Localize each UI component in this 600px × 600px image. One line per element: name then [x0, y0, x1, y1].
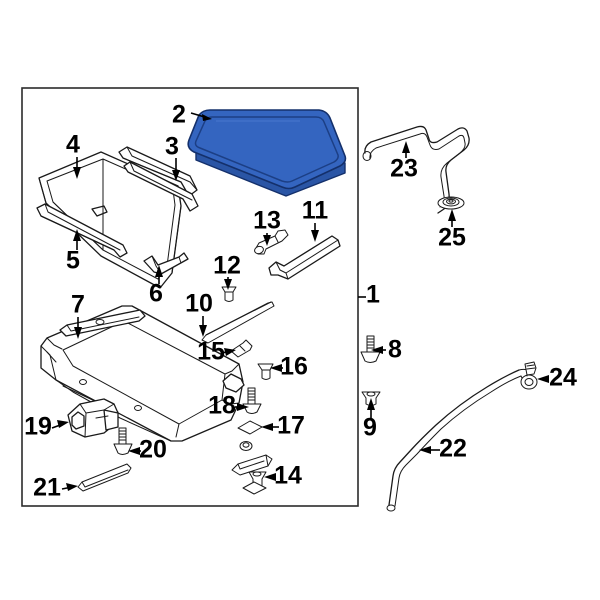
callout-label-1[interactable]: 1	[366, 281, 380, 309]
callout-label-19[interactable]: 19	[24, 413, 52, 441]
part-push-pin-clip	[221, 286, 237, 302]
leader-24	[537, 375, 549, 383]
leader-4	[73, 157, 81, 179]
leader-12	[224, 277, 232, 290]
callout-label-13[interactable]: 13	[253, 207, 281, 235]
callout-label-18[interactable]: 18	[208, 392, 236, 420]
callout-label-12[interactable]: 12	[213, 252, 241, 280]
leader-22	[419, 446, 440, 454]
part-sunshade-side-trim	[36, 203, 128, 258]
leader-16	[270, 364, 283, 372]
leader-6	[155, 265, 163, 284]
part-motor-mounting-bolt	[113, 427, 133, 455]
leader-21	[61, 483, 78, 491]
callout-label-8[interactable]: 8	[388, 336, 402, 364]
leader-9	[367, 398, 375, 418]
leader-2	[190, 112, 212, 121]
leader-10	[199, 316, 207, 337]
part-sunshade-rear-rail	[118, 146, 199, 212]
leader-13	[263, 233, 271, 246]
callout-label-10[interactable]: 10	[185, 290, 213, 318]
callout-label-16[interactable]: 16	[280, 353, 308, 381]
leader-14	[264, 473, 276, 481]
callout-label-21[interactable]: 21	[33, 474, 61, 502]
part-drain-hose-nipple	[231, 441, 273, 495]
leader-11	[311, 223, 319, 242]
part-deflector-trim-right	[268, 235, 341, 280]
part-hose-clip	[520, 361, 538, 390]
leader-17	[261, 423, 279, 431]
callout-label-6[interactable]: 6	[149, 280, 163, 308]
leader-19	[51, 420, 69, 429]
part-drain-hose-front	[362, 125, 470, 214]
leader-25	[448, 209, 456, 227]
callout-label-15[interactable]: 15	[197, 338, 225, 366]
leader-20	[128, 447, 141, 455]
callout-label-11[interactable]: 11	[302, 197, 329, 225]
callout-label-4[interactable]: 4	[66, 131, 80, 159]
leader-3	[172, 158, 180, 181]
part-sunroof-frame-housing	[40, 305, 245, 442]
part-guide-rail-left	[201, 301, 275, 344]
callout-label-25[interactable]: 25	[438, 224, 466, 252]
leader-15	[221, 348, 236, 356]
callout-label-17[interactable]: 17	[277, 412, 305, 440]
callout-label-14[interactable]: 14	[274, 462, 302, 490]
callout-label-24[interactable]: 24	[549, 364, 577, 392]
leader-8	[371, 346, 386, 354]
part-sunshade-bracket	[143, 252, 189, 275]
part-stopper-grommet	[257, 363, 274, 380]
callout-label-9[interactable]: 9	[363, 414, 377, 442]
callout-label-22[interactable]: 22	[439, 435, 467, 463]
leader-7	[74, 317, 82, 339]
callout-label-23[interactable]: 23	[390, 155, 418, 183]
callout-label-3[interactable]: 3	[165, 133, 179, 161]
leader-18	[235, 403, 249, 411]
callout-label-20[interactable]: 20	[139, 436, 167, 464]
callout-label-5[interactable]: 5	[66, 247, 80, 275]
part-drain-hose-grommet	[437, 196, 465, 210]
part-sunroof-motor	[67, 398, 119, 438]
callout-label-7[interactable]: 7	[71, 291, 85, 319]
leader-23	[402, 141, 410, 158]
part-sunroof-glass-panel-highlighted	[187, 109, 347, 197]
part-frame-mounting-bolt	[360, 335, 381, 363]
part-guide-screw	[230, 339, 253, 358]
part-frame-bolt-long	[242, 387, 262, 414]
part-trim-strip	[77, 463, 132, 492]
callout-label-2[interactable]: 2	[172, 101, 186, 129]
leader-5	[73, 229, 81, 250]
